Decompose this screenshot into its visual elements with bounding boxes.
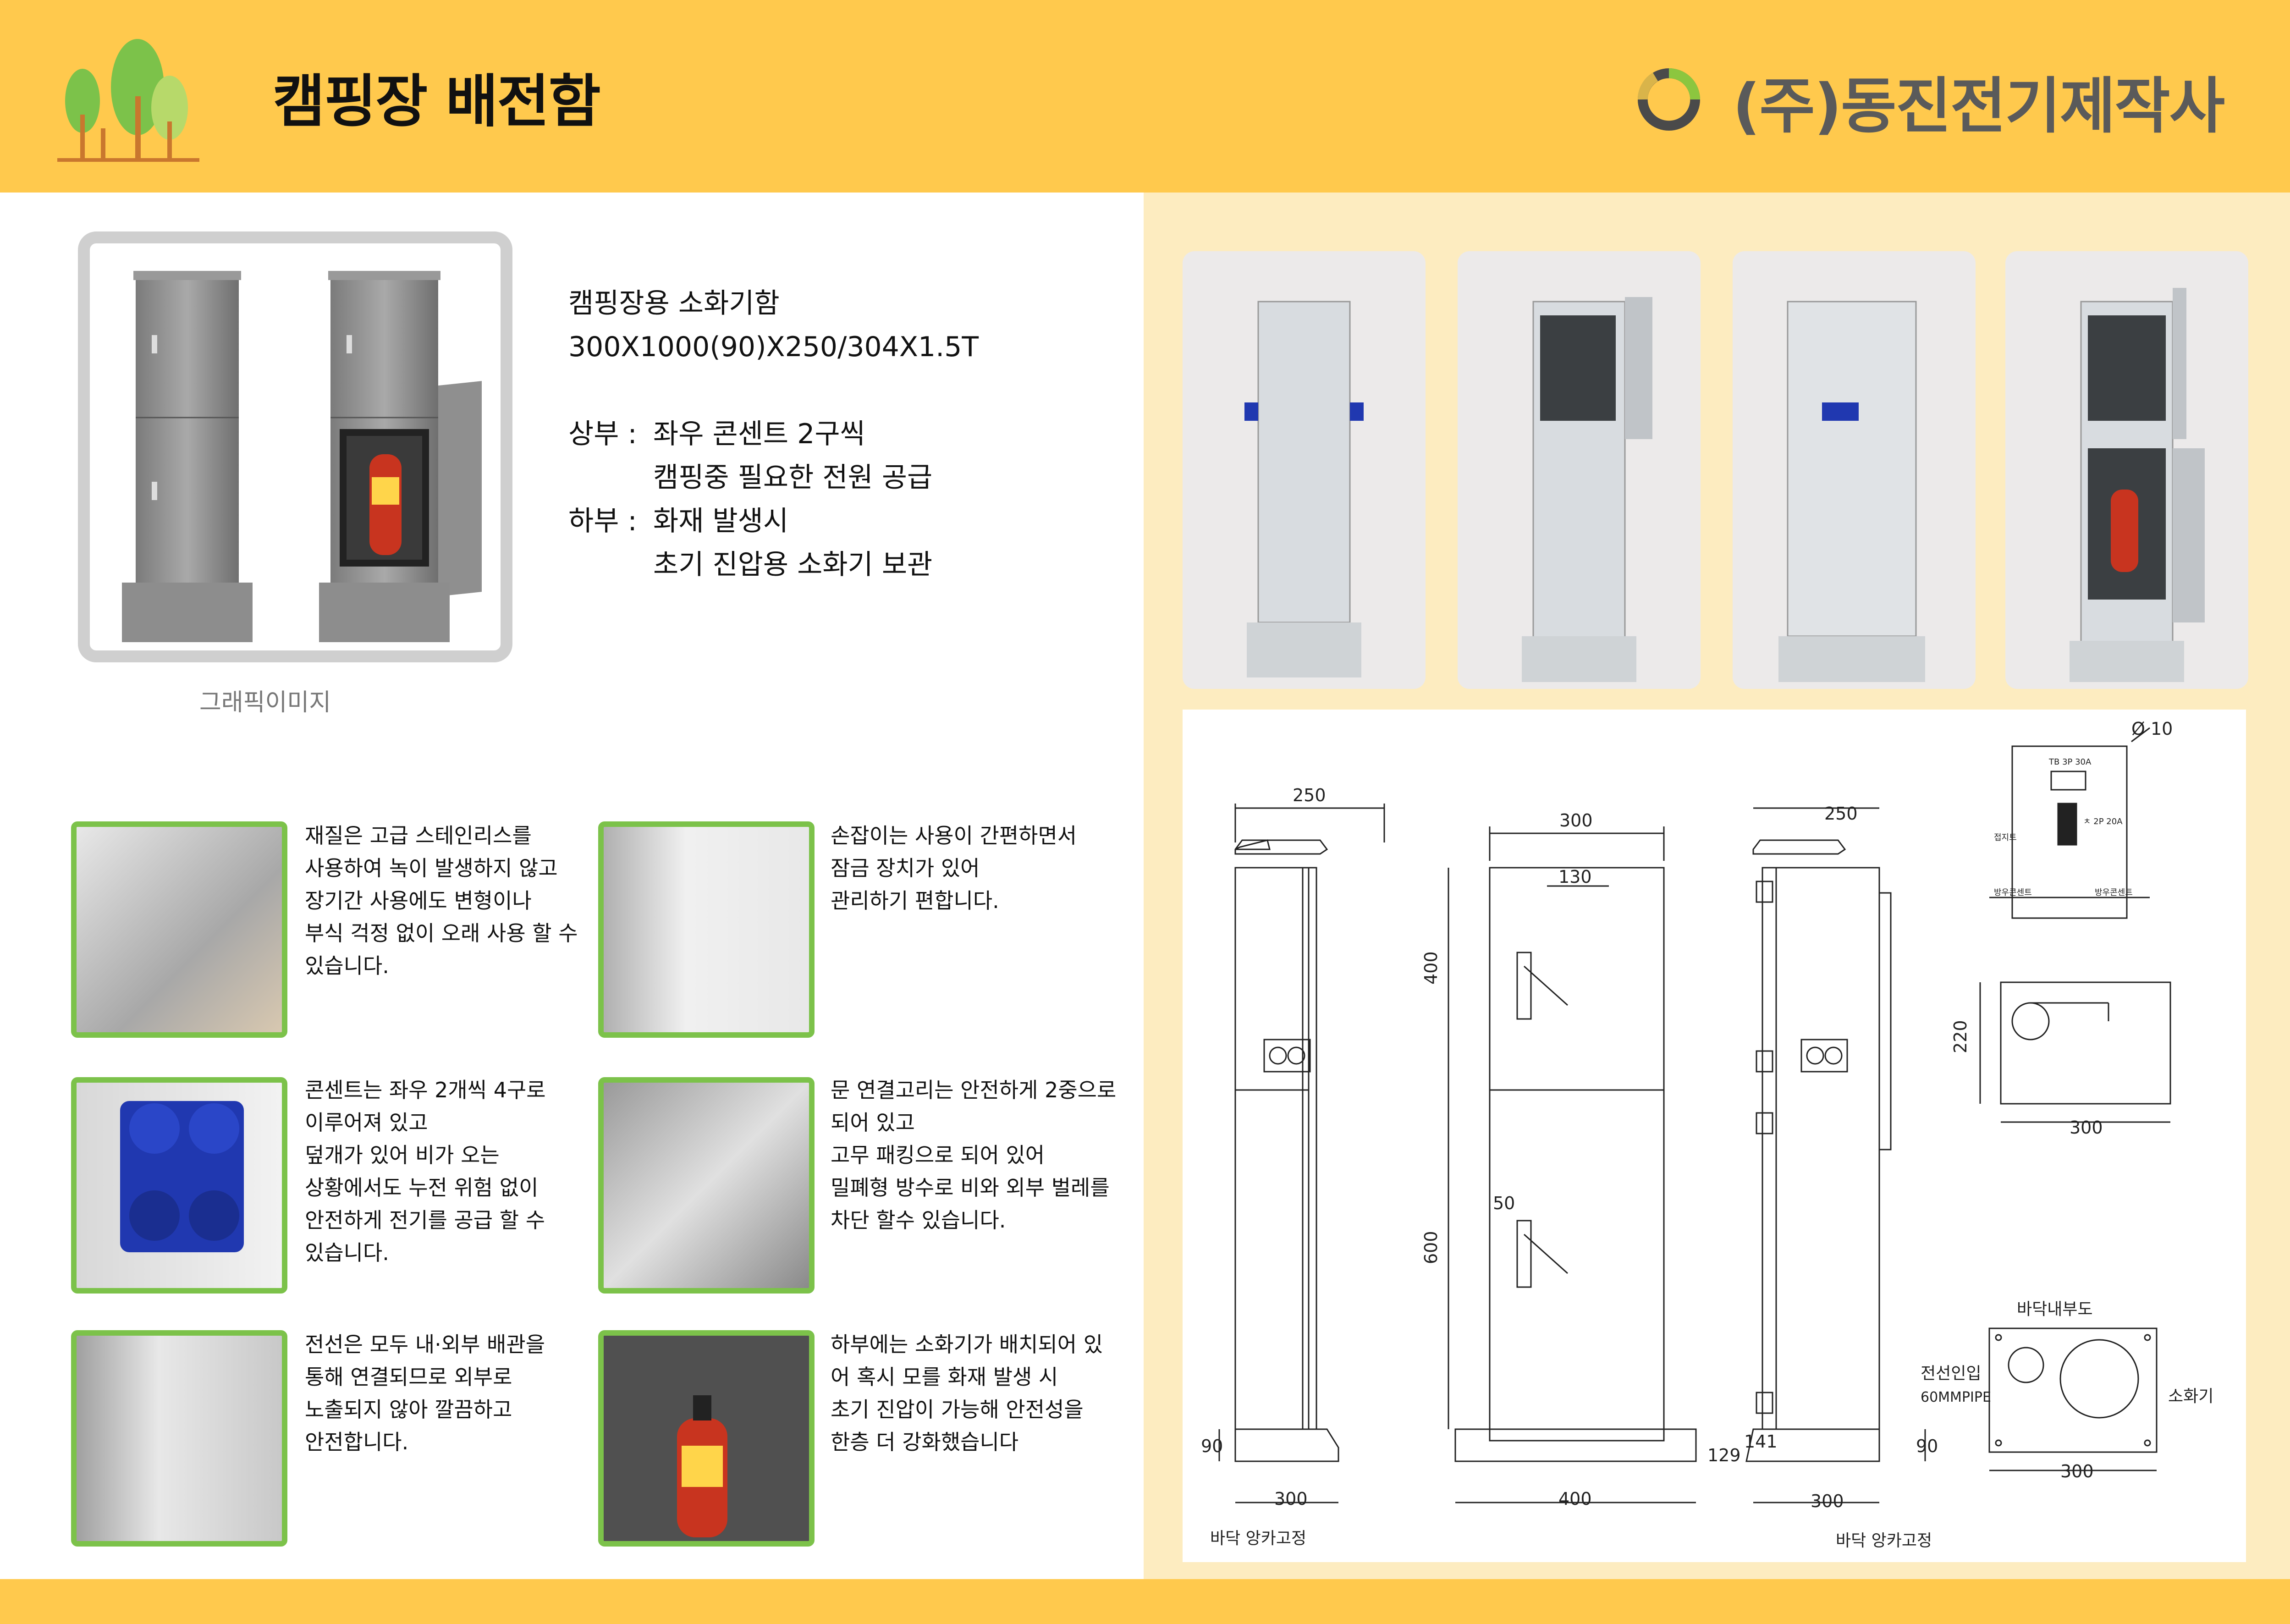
footer-bar xyxy=(0,1579,2290,1624)
dim-side-base: 90 xyxy=(1201,1436,1223,1456)
bottom-detail xyxy=(1988,1327,2158,1471)
trees-logo-icon xyxy=(57,39,199,162)
dim-rear-b: 141 xyxy=(1744,1431,1778,1452)
feature-photo-conduit xyxy=(71,1330,287,1547)
spec-lower-label: 하부 : xyxy=(568,505,637,537)
feature-text-5: 전선은 모두 내·외부 배관을 통해 연결되므로 외부로 노출되지 않아 깔끔하… xyxy=(305,1332,545,1454)
drawing-svg: 250 300 90 바닥 앙카고정 300 130 400 600 50 40… xyxy=(1201,719,2213,1550)
dim-front-lower: 600 xyxy=(1421,1231,1441,1264)
feature-text-4: 문 연결고리는 안전하게 2중으로 되어 있고 고무 패킹으로 되어 있어 밀폐… xyxy=(831,1078,1117,1233)
bottom-cable: 전선인입 xyxy=(1921,1364,1981,1383)
spec-lower-1: 화재 발생시 xyxy=(653,505,789,537)
spec-block: 캠핑장용 소화기함 300X1000(90)X250/304X1.5T 상부 :… xyxy=(568,282,979,587)
dim-rear-a: 129 xyxy=(1707,1445,1741,1465)
spec-lower-2: 초기 진압용 소화기 보관 xyxy=(653,549,933,581)
box-detail xyxy=(1979,981,2171,1123)
feature-photo-outlet xyxy=(71,1077,287,1294)
spec-upper-1: 좌우 콘센트 2구씩 xyxy=(653,418,865,450)
feature-photo-stainless xyxy=(71,821,287,1038)
dim-side-bottom: 300 xyxy=(1274,1489,1308,1509)
dim-front-bottom: 400 xyxy=(1558,1489,1592,1509)
company-logo-icon xyxy=(1637,68,1701,131)
technical-drawing: 250 300 90 바닥 앙카고정 300 130 400 600 50 40… xyxy=(1183,710,2246,1562)
dim-front-upper: 400 xyxy=(1421,951,1441,985)
feature-text-6: 하부에는 소화기가 배치되어 있 어 혹시 모를 화재 발생 시 초기 진압이 … xyxy=(831,1332,1103,1454)
panel-tb: TB 3P 30A xyxy=(2048,757,2092,767)
product-photo-2 xyxy=(1458,251,1701,689)
feature-photo-hinge xyxy=(598,1077,815,1294)
dim-bottom-w: 300 xyxy=(2060,1461,2094,1481)
dim-rear-top: 250 xyxy=(1824,804,1858,824)
rear-view xyxy=(1745,807,1926,1503)
bottom-pipe: 60MMPIPE xyxy=(1921,1389,1991,1405)
dim-side-top: 250 xyxy=(1293,785,1326,805)
product-photo-1 xyxy=(1183,251,1426,689)
spec-product-name: 캠핑장용 소화기함 xyxy=(568,287,780,319)
panel-right: 방우콘센트 xyxy=(2095,888,2133,897)
dim-rear-base: 90 xyxy=(1916,1436,1938,1456)
dim-front-offset: 50 xyxy=(1493,1193,1515,1213)
cabinet-graphic xyxy=(122,271,482,642)
header-bar xyxy=(0,0,2290,193)
dim-rear-bottom: 300 xyxy=(1811,1491,1844,1511)
side-anchor-label: 바닥 앙카고정 xyxy=(1210,1529,1306,1548)
feature-text-2: 손잡이는 사용이 간편하면서 잠금 장치가 있어 관리하기 편합니다. xyxy=(831,823,1077,913)
product-graphic xyxy=(78,231,512,662)
graphic-caption: 그래픽이미지 xyxy=(199,689,331,716)
company-name: (주)동진전기제작사 xyxy=(1733,71,2225,142)
rear-anchor-label: 바닥 앙카고정 xyxy=(1836,1531,1932,1550)
product-photo-4 xyxy=(2005,251,2248,689)
spec-dimensions: 300X1000(90)X250/304X1.5T xyxy=(568,331,979,363)
panel-cb: ㅊ 2P 20A xyxy=(2083,817,2123,826)
feature-photo-handle xyxy=(598,821,815,1038)
spec-upper-label: 상부 : xyxy=(568,418,637,450)
dim-front-top: 300 xyxy=(1559,810,1593,831)
side-view xyxy=(1218,804,1385,1503)
feature-photo-extinguisher xyxy=(598,1330,815,1547)
dim-front-handle: 130 xyxy=(1558,867,1592,887)
front-view xyxy=(1448,826,1697,1503)
panel-left: 방우콘센트 xyxy=(1994,888,2032,897)
outlet-icon xyxy=(120,1101,244,1252)
extinguisher-icon xyxy=(604,1336,809,1541)
feature-text-3: 콘센트는 좌우 2개씩 4구로 이루어져 있고 덮개가 있어 비가 오는 상황에… xyxy=(305,1078,546,1265)
dim-box-w: 300 xyxy=(2070,1118,2103,1138)
dim-box-h: 220 xyxy=(1950,1020,1971,1053)
panel-detail xyxy=(1989,727,2150,919)
panel-earth: 접지트 xyxy=(1994,833,2017,842)
bottom-title: 바닥내부도 xyxy=(2017,1300,2093,1319)
panel-dia: Ø 10 xyxy=(2131,719,2173,739)
spec-upper-2: 캠핑중 필요한 전원 공급 xyxy=(653,462,933,494)
product-photo-3 xyxy=(1733,251,1976,689)
feature-text-1: 재질은 고급 스테인리스를 사용하여 녹이 발생하지 않고 장기간 사용에도 변… xyxy=(305,823,578,978)
bottom-ext: 소화기 xyxy=(2168,1387,2213,1406)
page-title: 캠핑장 배전함 xyxy=(273,69,601,135)
